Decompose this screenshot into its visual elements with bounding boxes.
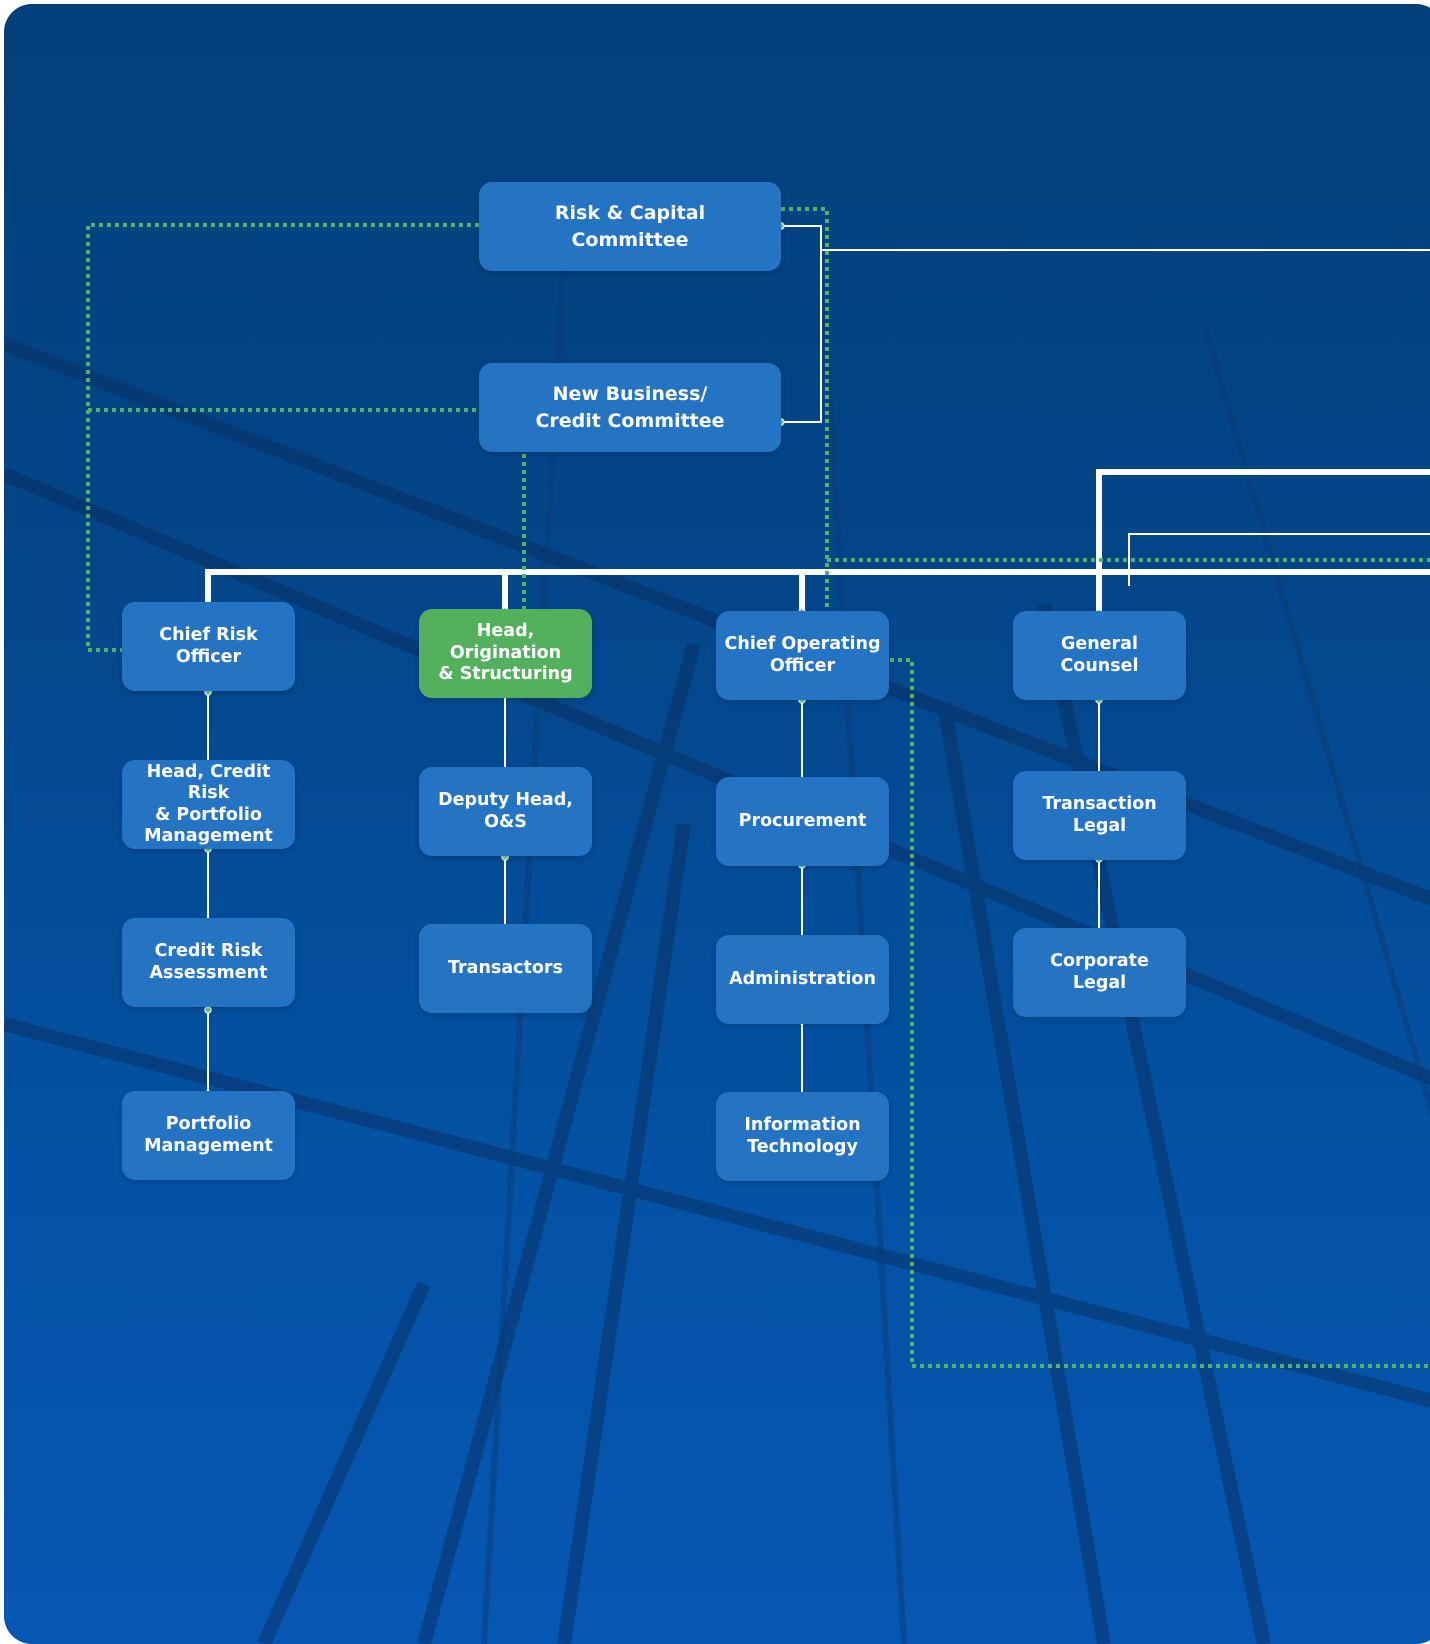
risk-capital-committee-node: Risk & Capital Committee (479, 182, 781, 271)
operations-dotted-line (781, 207, 829, 614)
corporate-legal-node: Corporate Legal (1013, 928, 1186, 1017)
connector-lines (86, 207, 1430, 1368)
portfolio-management-node: Portfolio Management (122, 1091, 295, 1180)
transaction-legal-node: Transaction Legal (1013, 771, 1186, 860)
coo-dotted-line (890, 658, 1430, 1368)
legal-secondary-line (1128, 533, 1430, 586)
head-credit-risk-portfolio-node: Head, Credit Risk & Portfolio Management (122, 760, 295, 849)
deputy-head-os-node: Deputy Head, O&S (419, 767, 592, 856)
information-technology-node: Information Technology (716, 1092, 889, 1181)
legal-feed-line (1096, 469, 1430, 616)
chief-operating-officer-node: Chief Operating Officer (716, 611, 889, 700)
committee-link-line (781, 225, 822, 423)
executive-bus-line (205, 569, 1430, 609)
procurement-node: Procurement (716, 777, 889, 866)
risk-dotted-line (86, 223, 479, 652)
general-counsel-node: General Counsel (1013, 611, 1186, 700)
chief-risk-officer-node: Chief Risk Officer (122, 602, 295, 691)
org-chart-panel: Risk & Capital Committee New Business/ C… (4, 4, 1430, 1644)
transactors-node: Transactors (419, 924, 592, 1013)
head-origination-structuring-node: Head, Origination & Structuring (419, 609, 592, 698)
new-business-credit-committee-node: New Business/ Credit Committee (479, 363, 781, 452)
credit-risk-assessment-node: Credit Risk Assessment (122, 918, 295, 1007)
administration-node: Administration (716, 935, 889, 1024)
